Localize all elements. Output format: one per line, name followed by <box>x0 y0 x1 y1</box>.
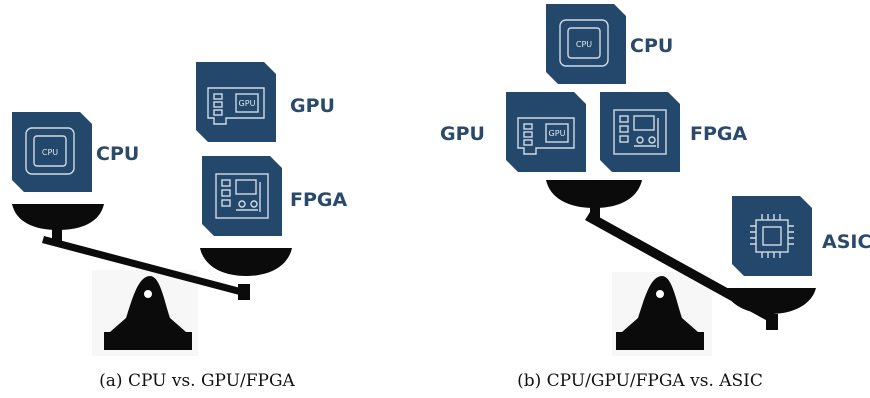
scale-pivot-hole <box>656 290 664 298</box>
right-pan <box>724 288 816 314</box>
svg-text:GPU: GPU <box>239 99 256 108</box>
cpu-label: CPU <box>630 35 673 57</box>
gpu-tile: GPU <box>196 62 276 142</box>
gpu-card-icon: GPU <box>506 92 586 172</box>
cpu-tile: CPU <box>546 4 626 84</box>
fpga-tile <box>600 92 680 172</box>
scale-base <box>104 332 192 350</box>
caption-b: (b) CPU/GPU/FPGA vs. ASIC <box>517 371 763 391</box>
asic-label: ASIC <box>822 231 870 253</box>
scale-pivot-hole <box>144 290 152 298</box>
gpu-label: GPU <box>440 123 485 145</box>
svg-text:CPU: CPU <box>42 148 58 157</box>
fpga-board-icon <box>600 92 680 172</box>
asic-tile <box>732 196 812 276</box>
scale-base <box>616 332 704 350</box>
svg-text:CPU: CPU <box>576 40 592 49</box>
fpga-board-icon <box>202 156 282 236</box>
panel-b: CPU CPU GPU GPU <box>440 4 870 391</box>
gpu-tile: GPU <box>506 92 586 172</box>
scale-fulcrum-icon <box>110 276 186 332</box>
fpga-label: FPGA <box>690 123 747 145</box>
scale-beam <box>42 236 248 297</box>
caption-a: (a) CPU vs. GPU/FPGA <box>99 371 295 391</box>
cpu-label: CPU <box>96 143 139 165</box>
gpu-label: GPU <box>290 95 335 117</box>
right-pan <box>200 248 292 276</box>
fpga-tile <box>202 156 282 236</box>
fpga-label: FPGA <box>290 189 347 211</box>
cpu-tile: CPU <box>12 112 92 192</box>
left-pan <box>12 204 104 242</box>
panel-a: CPU CPU GPU GPU <box>12 62 347 391</box>
gpu-card-icon: GPU <box>196 62 276 142</box>
left-pan <box>546 180 642 218</box>
svg-text:GPU: GPU <box>549 129 566 138</box>
cpu-chip-icon: CPU <box>546 4 626 84</box>
asic-chip-icon <box>732 196 812 276</box>
cpu-chip-icon: CPU <box>12 112 92 192</box>
scale-fulcrum-icon <box>622 276 698 332</box>
